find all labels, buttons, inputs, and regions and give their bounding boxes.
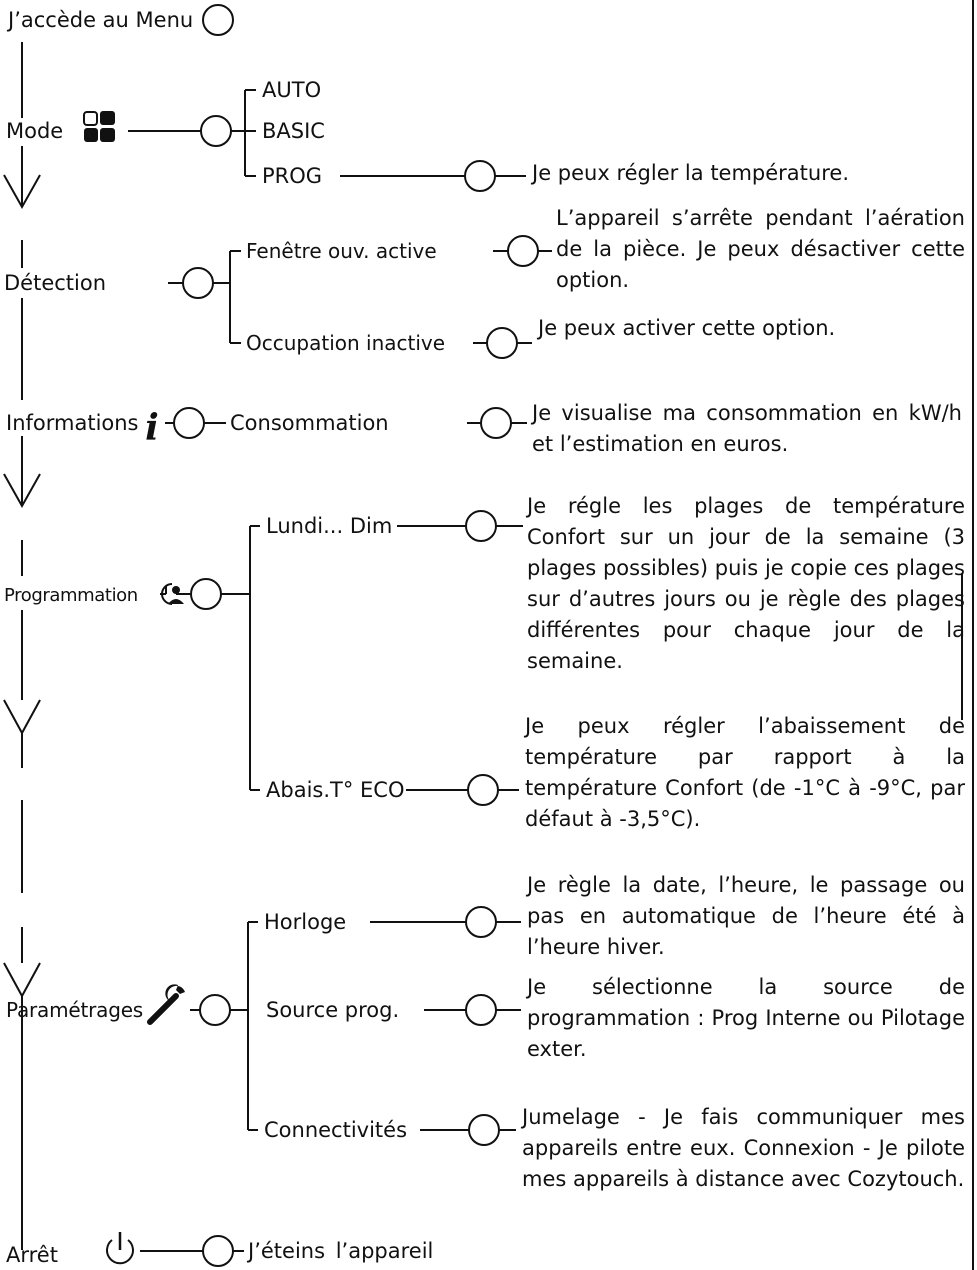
informations-button[interactable] <box>173 407 205 439</box>
stop-button[interactable] <box>202 1235 234 1267</box>
mode-button[interactable] <box>200 115 232 147</box>
occupation-description: Je peux activer cette option. <box>538 316 836 340</box>
description-text: Je visualise ma consommation en kW/h et … <box>532 401 962 456</box>
programming-button[interactable] <box>190 578 222 610</box>
source-description: Je sélectionne la source de programmatio… <box>527 972 965 1065</box>
option-eco-setback[interactable]: Abais.T° ECO <box>266 778 405 802</box>
option-prog[interactable]: PROG <box>262 164 323 188</box>
option-occupation[interactable]: Occupation inactive <box>246 331 446 355</box>
category-informations[interactable]: Informations <box>6 411 139 435</box>
menu-entry-label: J’accède au Menu <box>8 8 194 32</box>
option-connectivity[interactable]: Connectivités <box>264 1118 408 1142</box>
eco-setback-description: Je peux régler l’abaissement de températ… <box>525 711 965 835</box>
occupation-button[interactable] <box>486 327 518 359</box>
mode-grid-icon <box>83 111 115 142</box>
option-clock[interactable]: Horloge <box>264 910 347 934</box>
consumption-description: Je visualise ma consommation en kW/h et … <box>532 398 962 460</box>
consumption-button[interactable] <box>480 407 512 439</box>
description-text: Je peux régler l’abaissement de températ… <box>525 714 965 831</box>
category-parametrages[interactable]: Paramétrages <box>6 998 144 1022</box>
category-programmation[interactable]: Programmation <box>4 585 138 606</box>
option-basic[interactable]: BASIC <box>262 119 325 143</box>
option-window-open[interactable]: Fenêtre ouv. active <box>246 239 437 263</box>
wrench-icon <box>147 984 185 1025</box>
connectivity-description: Jumelage - Je fais communiquer mes appar… <box>522 1102 965 1195</box>
chevron-down-icon <box>3 473 41 509</box>
option-source[interactable]: Source prog. <box>266 998 400 1022</box>
category-arret[interactable]: Arrêt <box>6 1243 58 1267</box>
clock-person-icon <box>160 583 184 605</box>
option-weekdays[interactable]: Lundi... Dim <box>266 514 393 538</box>
weekday-button[interactable] <box>465 510 497 542</box>
weekdays-description: Je régle les plages de température Confo… <box>527 491 965 677</box>
eco-setback-button[interactable] <box>467 774 499 806</box>
description-text: Je sélectionne la source de programmatio… <box>527 975 965 1061</box>
settings-button[interactable] <box>199 994 231 1026</box>
chevron-down-icon <box>3 699 41 736</box>
detection-button[interactable] <box>182 267 214 299</box>
prog-description: Je peux régler la température. <box>532 161 849 185</box>
window-detection-button[interactable] <box>507 235 539 267</box>
description-text: L’appareil s’arrête pendant l’aération d… <box>556 206 965 292</box>
description-text: Je régle les plages de température Confo… <box>527 494 965 673</box>
category-detection[interactable]: Détection <box>4 271 107 295</box>
prog-button[interactable] <box>464 160 496 192</box>
description-text: Je règle la date, l’heure, le passage ou… <box>527 873 965 959</box>
power-icon <box>106 1232 134 1265</box>
source-button[interactable] <box>465 994 497 1026</box>
chevron-down-icon <box>3 962 41 999</box>
window-open-description: L’appareil s’arrête pendant l’aération d… <box>556 203 965 296</box>
clock-description: Je règle la date, l’heure, le passage ou… <box>527 870 965 963</box>
chevron-down-icon <box>3 174 41 210</box>
option-switch-off[interactable]: J’éteins l’appareil <box>248 1239 434 1263</box>
info-icon: i <box>145 407 159 449</box>
option-auto[interactable]: AUTO <box>262 78 322 102</box>
option-consumption[interactable]: Consommation <box>230 411 389 435</box>
connectivity-button[interactable] <box>468 1114 500 1146</box>
menu-entry-button[interactable] <box>202 4 234 36</box>
description-text: Jumelage - Je fais communiquer mes appar… <box>522 1105 965 1191</box>
category-mode[interactable]: Mode <box>6 119 64 143</box>
clock-button[interactable] <box>465 906 497 938</box>
